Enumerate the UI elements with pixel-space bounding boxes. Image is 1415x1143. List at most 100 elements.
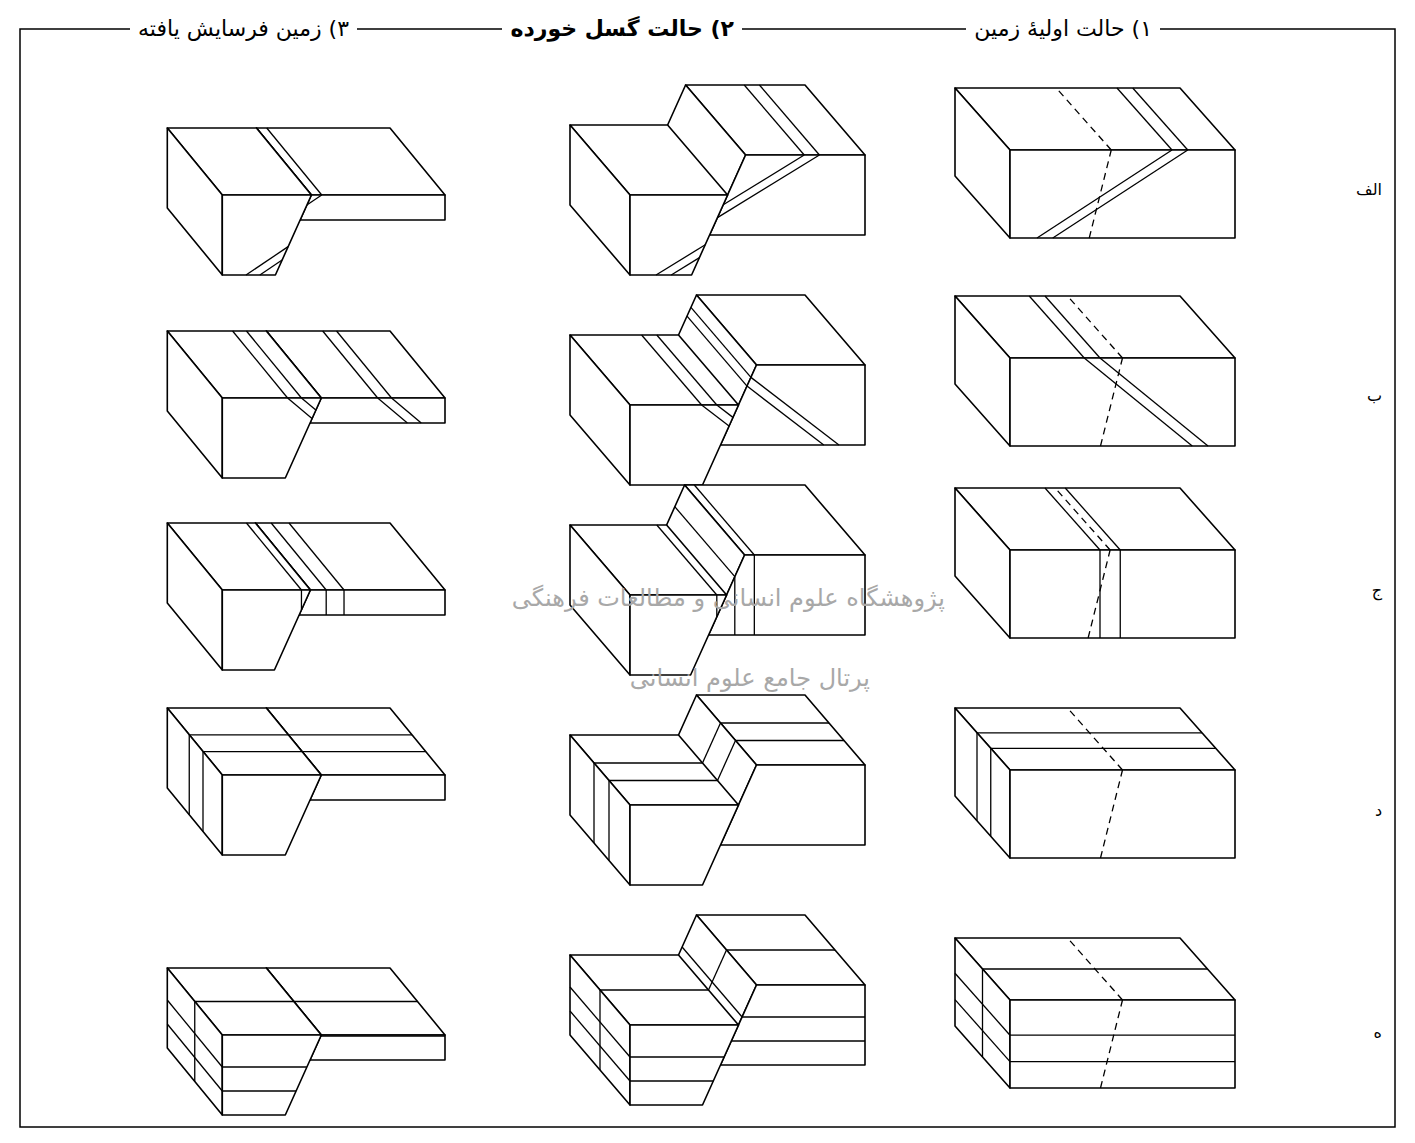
row-label: ب [1367,381,1382,411]
fault-trace [1068,708,1123,770]
block-diagram [167,128,445,275]
bed-line [1120,550,1121,638]
bed-line [656,245,705,275]
block-face [955,488,1010,638]
block-face [955,938,1010,1088]
row-label: ج [1372,576,1382,606]
bed-line [222,1066,307,1067]
block-face [310,775,445,800]
bed-line [1045,296,1100,358]
bed-line [301,398,315,410]
bed-line [744,85,804,155]
block-diagram [167,708,445,855]
bed-line [195,1001,294,1002]
block-face [167,523,222,670]
block-face [721,985,866,1065]
bed-line [337,331,392,398]
bed-line [189,734,288,735]
bed-line [246,523,301,590]
bed-line [736,740,845,741]
bed-line [630,1056,724,1057]
bed-line [392,398,422,423]
block-face [222,775,321,855]
block-face [300,195,445,220]
bed-line [608,781,609,861]
block-face [710,155,865,235]
block-face [310,398,445,423]
row-label: ه [1374,1018,1382,1048]
bed-line [731,1040,865,1041]
bed-line [1010,1035,1235,1036]
block-face [570,335,630,485]
bed-line [378,398,408,423]
block-face [222,590,310,670]
block-face [1010,1000,1235,1088]
block-diagram [570,485,865,675]
bed-line [1100,358,1208,446]
bed-line [609,780,718,781]
bed-line [759,85,819,155]
block-diagram [570,295,865,485]
bed-line [222,1090,296,1091]
bed-line [1133,88,1188,150]
frame [20,29,1395,1127]
bed-line [260,260,282,275]
block-diagram [955,88,1235,238]
bed-line [233,331,288,398]
bed-line [630,1080,713,1081]
bed-line [742,1016,865,1017]
bed-line [727,949,836,950]
bed-line [323,331,378,398]
column-heading: ۲) حالت گسل خورده [502,14,742,44]
block-diagram [167,523,445,670]
block-face [1010,358,1235,446]
watermark-text: پژوهشگاه علوم انسانی و مطالعات فرهنگی [512,583,945,613]
bed-line [721,722,830,723]
bed-line [593,763,594,843]
bed-line [723,155,804,205]
block-face [955,708,1010,858]
column-heading: ۱) حالت اولیهٔ زمین [966,14,1160,44]
bed-line [189,735,190,815]
fault-trace [1088,550,1110,638]
bed-line [599,990,600,1070]
bed-line [1117,88,1172,150]
bed-line [302,751,426,752]
bed-line [321,1035,445,1036]
block-face [299,590,445,615]
bed-line [747,386,824,445]
bed-line [976,733,977,821]
bed-line [343,590,344,615]
row-label: د [1375,796,1382,826]
bed-line [751,377,839,445]
watermark-text: پرتال جامع علوم انسانی [630,663,870,693]
block-face [630,805,739,885]
block-face [570,735,630,885]
block-diagram [955,488,1235,638]
bed-line [246,331,301,398]
bed-line [694,485,754,555]
fault-trace [1089,150,1111,238]
block-diagram [167,968,445,1115]
bed-line [1029,296,1084,358]
block-face [570,955,630,1105]
fault-trace [1055,488,1110,550]
column-heading: ۳) زمین فرسایش یافته [130,14,357,44]
block-face [222,398,321,478]
bed-line [702,405,729,426]
block-diagram [167,331,445,478]
block-diagram [570,85,865,275]
block-face [1010,550,1235,638]
bed-line [717,155,819,218]
bed-line [288,398,312,419]
block-face [167,708,222,855]
fault-trace [1068,938,1123,1000]
bed-line [600,989,709,990]
block-face [721,365,866,445]
bed-line [202,752,203,832]
bed-line [657,335,717,405]
block-diagram [955,938,1235,1088]
bed-line [194,1002,195,1082]
block-face [570,125,630,275]
